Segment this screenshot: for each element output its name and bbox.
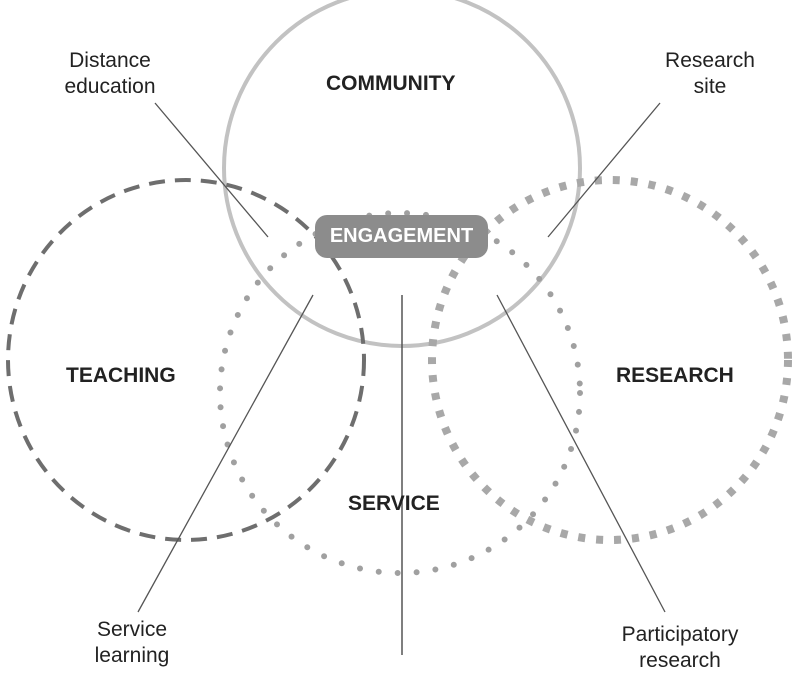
engagement-badge: ENGAGEMENT bbox=[315, 215, 488, 258]
service-learning-label: Service learning bbox=[77, 617, 187, 669]
callout-line-distance-education bbox=[154, 102, 269, 238]
callout-line-service-learning bbox=[137, 294, 314, 613]
service-label: SERVICE bbox=[348, 492, 440, 515]
research-label: RESEARCH bbox=[616, 364, 734, 387]
community-label: COMMUNITY bbox=[326, 72, 456, 95]
community-circle bbox=[222, 0, 582, 348]
distance-education-line2: education bbox=[64, 75, 156, 98]
research-circle bbox=[428, 176, 792, 544]
participatory-research-line2: research bbox=[639, 649, 721, 672]
venn-diagram bbox=[6, 0, 792, 655]
service-circle bbox=[217, 210, 583, 576]
participatory-research-line1: Participatory bbox=[621, 623, 739, 646]
service-learning-line1: Service bbox=[96, 618, 168, 641]
participatory-research-label: Participatory research bbox=[600, 622, 760, 674]
distance-education-label: Distance education bbox=[55, 48, 165, 100]
service-learning-line2: learning bbox=[94, 644, 170, 667]
research-site-line2: site bbox=[693, 75, 727, 98]
research-site-label: Research site bbox=[655, 48, 765, 100]
callout-line-research-site bbox=[547, 102, 661, 238]
distance-education-line1: Distance bbox=[69, 49, 151, 72]
teaching-circle bbox=[6, 178, 366, 542]
research-site-line1: Research bbox=[665, 49, 755, 72]
teaching-label: TEACHING bbox=[66, 364, 176, 387]
callout-line-participatory-research bbox=[496, 294, 666, 613]
